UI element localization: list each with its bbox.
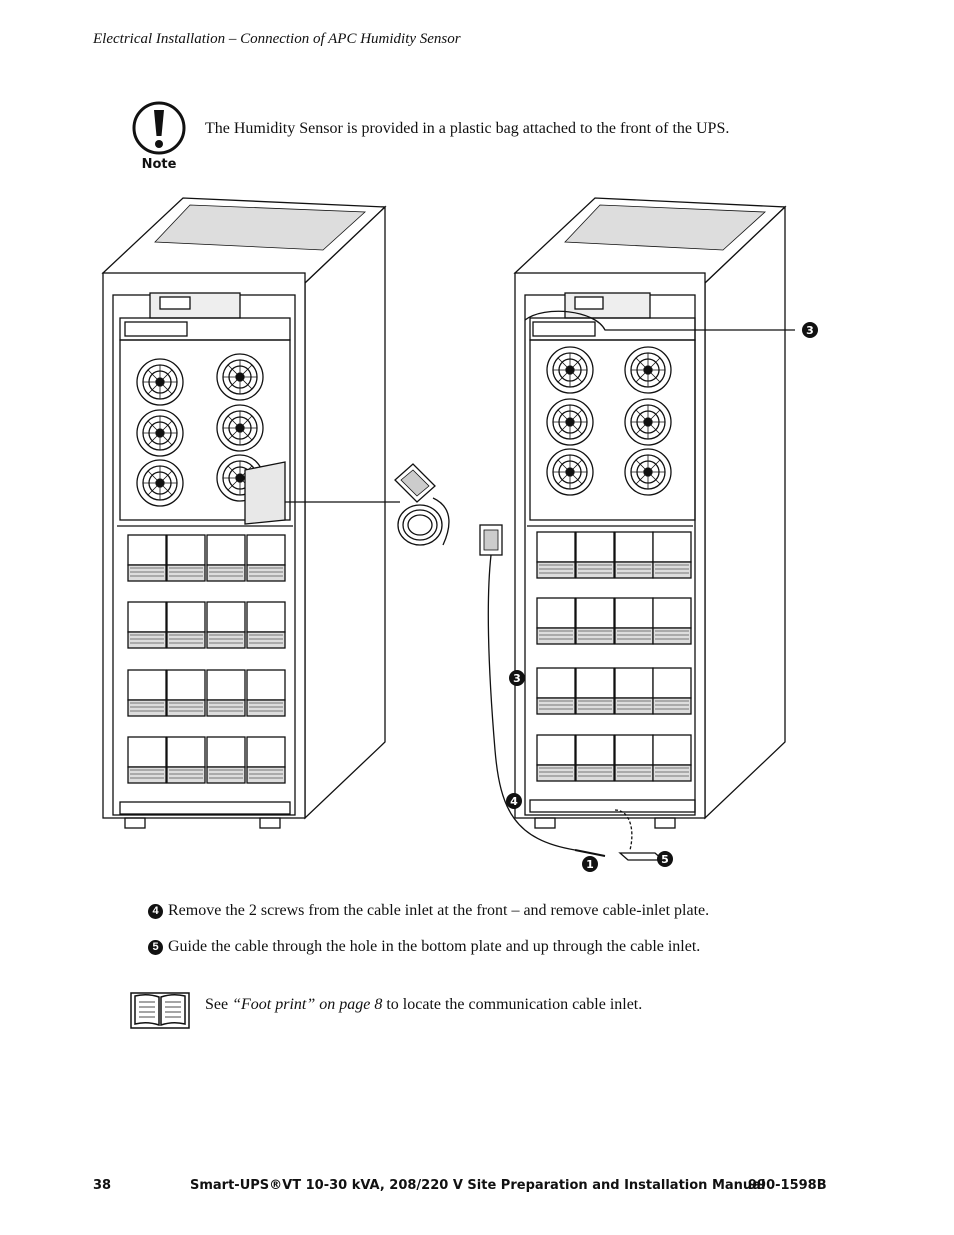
step-text: Guide the cable through the hole in the …: [168, 938, 701, 955]
ups-right: [513, 197, 787, 829]
step-text: Remove the 2 screws from the cable inlet…: [168, 902, 710, 919]
reference-suffix: to locate the communication cable inlet.: [382, 996, 643, 1013]
callout-3-side: 3: [509, 670, 525, 686]
reference-prefix: See: [205, 996, 233, 1013]
note-text: The Humidity Sensor is provided in a pla…: [205, 120, 730, 137]
humidity-sensor-mounted: [479, 310, 795, 861]
cross-reference: See “Foot print” on page 8 to locate the…: [205, 996, 642, 1014]
svg-text:3: 3: [513, 672, 521, 685]
document-number: 990-1598B: [748, 1178, 827, 1193]
step-number: 5: [148, 939, 163, 955]
page-number: 38: [93, 1178, 112, 1193]
manual-title: Smart-UPS®VT 10-30 kVA, 208/220 V Site P…: [190, 1178, 766, 1193]
step-5: 5 Guide the cable through the hole in th…: [148, 938, 700, 956]
svg-text:5: 5: [661, 853, 669, 866]
svg-text:1: 1: [586, 858, 594, 871]
ups-installation-figure: 3 3 4 1 5: [95, 190, 825, 885]
book-icon: [130, 990, 190, 1030]
note-label: Note: [142, 157, 177, 172]
page-header: Electrical Installation – Connection of …: [93, 31, 461, 47]
callout-3-top: 3: [802, 322, 818, 338]
step-4: 4 Remove the 2 screws from the cable inl…: [148, 902, 709, 920]
note-icon: Note: [130, 100, 188, 172]
callout-1: 1: [582, 856, 598, 872]
ups-left: [101, 197, 387, 829]
svg-text:4: 4: [510, 795, 518, 808]
reference-link[interactable]: “Foot print” on page 8: [232, 996, 383, 1013]
humidity-sensor-loose: [285, 463, 450, 546]
callout-5: 5: [657, 851, 673, 867]
svg-text:3: 3: [806, 324, 814, 337]
step-number: 4: [148, 903, 163, 919]
callout-4: 4: [506, 793, 522, 809]
